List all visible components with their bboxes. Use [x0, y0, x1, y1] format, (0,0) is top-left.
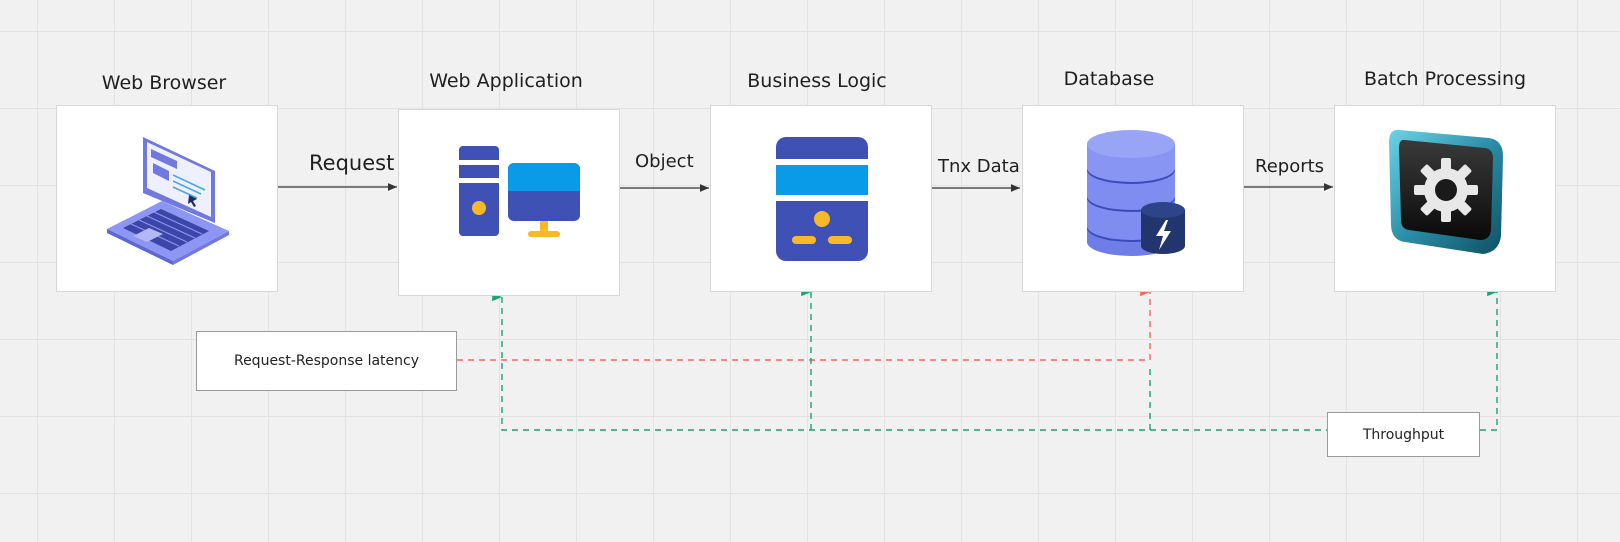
edge-label-request: Request — [309, 151, 395, 175]
note-throughput[interactable]: Throughput — [1327, 412, 1480, 457]
node-web-application[interactable] — [398, 109, 620, 296]
gear-icon — [1389, 129, 1503, 254]
throughput-connector-batch — [1480, 287, 1498, 431]
laptop-icon — [107, 137, 229, 265]
latency-connector — [457, 287, 1151, 361]
edge-label-tnx-data: Tnx Data — [938, 156, 1020, 177]
server-card-icon — [776, 137, 868, 261]
desktop-computer-icon — [459, 146, 580, 237]
throughput-connector-main — [492, 292, 1328, 431]
note-request-response-latency[interactable]: Request-Response latency — [196, 331, 457, 391]
node-title-database: Database — [1063, 68, 1155, 90]
node-title-batch-processing: Batch Processing — [1363, 68, 1527, 90]
node-title-web-browser: Web Browser — [101, 72, 227, 94]
node-title-business-logic: Business Logic — [747, 70, 887, 92]
database-icon — [1087, 130, 1185, 256]
node-web-browser[interactable] — [56, 105, 278, 292]
edge-label-reports: Reports — [1255, 156, 1325, 177]
node-title-web-application: Web Application — [429, 70, 583, 92]
edge-label-object: Object — [635, 151, 694, 172]
node-business-logic[interactable] — [710, 105, 932, 292]
node-database[interactable] — [1022, 105, 1244, 292]
node-batch-processing[interactable] — [1334, 105, 1556, 292]
